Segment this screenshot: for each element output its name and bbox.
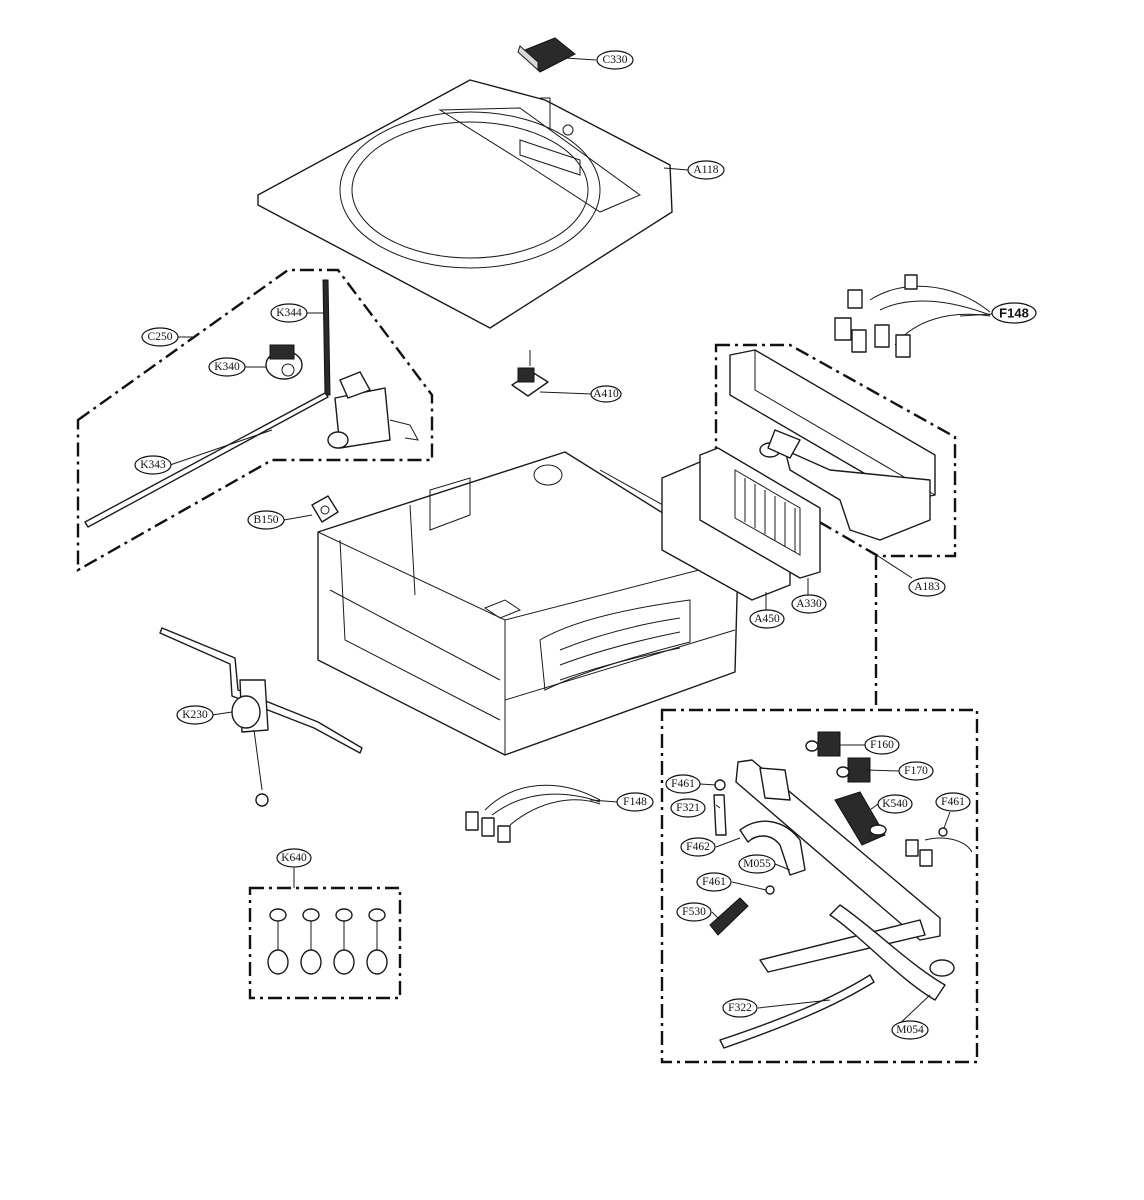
group-a183-boundary [714,343,957,558]
callout-f530: F530 [676,902,712,922]
callout-f462: F462 [680,837,716,857]
f170-valve [836,757,871,783]
svg-text:K640: K640 [281,852,307,864]
a183-dispenser-assembly [729,349,936,541]
callout-k343: K343 [134,455,172,475]
callout-m054: M054 [891,1020,929,1040]
callout-f322: F322 [722,998,758,1018]
svg-text:B150: B150 [254,514,279,526]
svg-text:C330: C330 [603,54,628,66]
b150-clip [311,495,339,523]
svg-text:C250: C250 [148,331,173,343]
svg-text:F148: F148 [999,306,1029,321]
svg-text:K340: K340 [214,361,240,373]
group-k640-boundary [248,886,402,1000]
callout-k344: K344 [270,303,308,323]
k344-rod [322,279,331,396]
svg-text:K343: K343 [140,459,166,471]
callout-f461-c: F461 [696,872,732,892]
a410-bracket [511,350,549,397]
callout-f461-a: F461 [665,774,701,794]
svg-text:F462: F462 [686,841,710,853]
f321-hose [713,794,727,836]
callout-a183: A183 [908,577,946,597]
callout-k340: K340 [208,357,246,377]
svg-text:A450: A450 [754,613,780,625]
callout-a330: A330 [791,594,827,614]
callout-k540: K540 [877,794,913,814]
svg-text:K230: K230 [182,709,208,721]
svg-text:M055: M055 [743,858,771,870]
svg-text:F461: F461 [941,796,965,808]
callout-c250: C250 [141,327,179,347]
k640-leveling-feet [267,908,388,975]
callout-a410: A410 [590,385,622,403]
c250-pump [327,371,419,449]
svg-text:A183: A183 [914,581,940,593]
svg-text:F461: F461 [671,778,695,790]
callout-c330: C330 [596,50,634,70]
callout-b150: B150 [247,510,285,530]
callout-a118: A118 [687,160,725,180]
svg-text:F160: F160 [870,739,894,751]
callout-f160: F160 [864,735,900,755]
callout-f148-top: F148 [991,302,1037,324]
callout-a450: A450 [749,609,785,629]
f461-clamps [714,779,948,895]
callout-f321: F321 [670,798,706,818]
side-harness [905,837,973,867]
svg-text:F170: F170 [904,765,928,777]
callout-f461-b: F461 [935,792,971,812]
svg-text:M054: M054 [896,1024,924,1036]
f530-bellows [709,897,749,936]
svg-text:A330: A330 [796,598,822,610]
svg-text:A410: A410 [593,388,619,400]
c330-cap [517,37,576,73]
svg-text:F461: F461 [702,876,726,888]
k230-level-sensor [159,627,363,807]
m054-main-hose [759,904,955,1001]
f148-bottom-harness [465,784,601,843]
leader-lines [169,57,993,1031]
group-c250-boundary [76,268,434,573]
svg-text:F322: F322 [728,1002,752,1014]
svg-text:F530: F530 [682,906,706,918]
svg-text:F321: F321 [676,802,700,814]
svg-text:F148: F148 [623,796,647,808]
f322-drain-tube [719,974,875,1049]
a118-top-cover [257,79,673,329]
callout-k230: K230 [176,705,214,725]
k340-motor [265,344,303,380]
f148-top-harness [834,274,991,358]
callout-m055: M055 [738,854,776,874]
k343-shaft [84,392,329,528]
f160-valve [805,731,841,757]
svg-text:A118: A118 [693,164,718,176]
callout-f148-bottom: F148 [616,792,654,812]
a330-filter-panel [699,447,821,579]
svg-text:K540: K540 [882,798,908,810]
k540-bellows [834,791,887,846]
svg-text:K344: K344 [276,307,302,319]
m055-hose [739,820,806,876]
callout-f170: F170 [898,761,934,781]
callout-k640: K640 [276,848,312,868]
dispenser-body [735,759,941,941]
group-valves-boundary [660,708,979,1064]
